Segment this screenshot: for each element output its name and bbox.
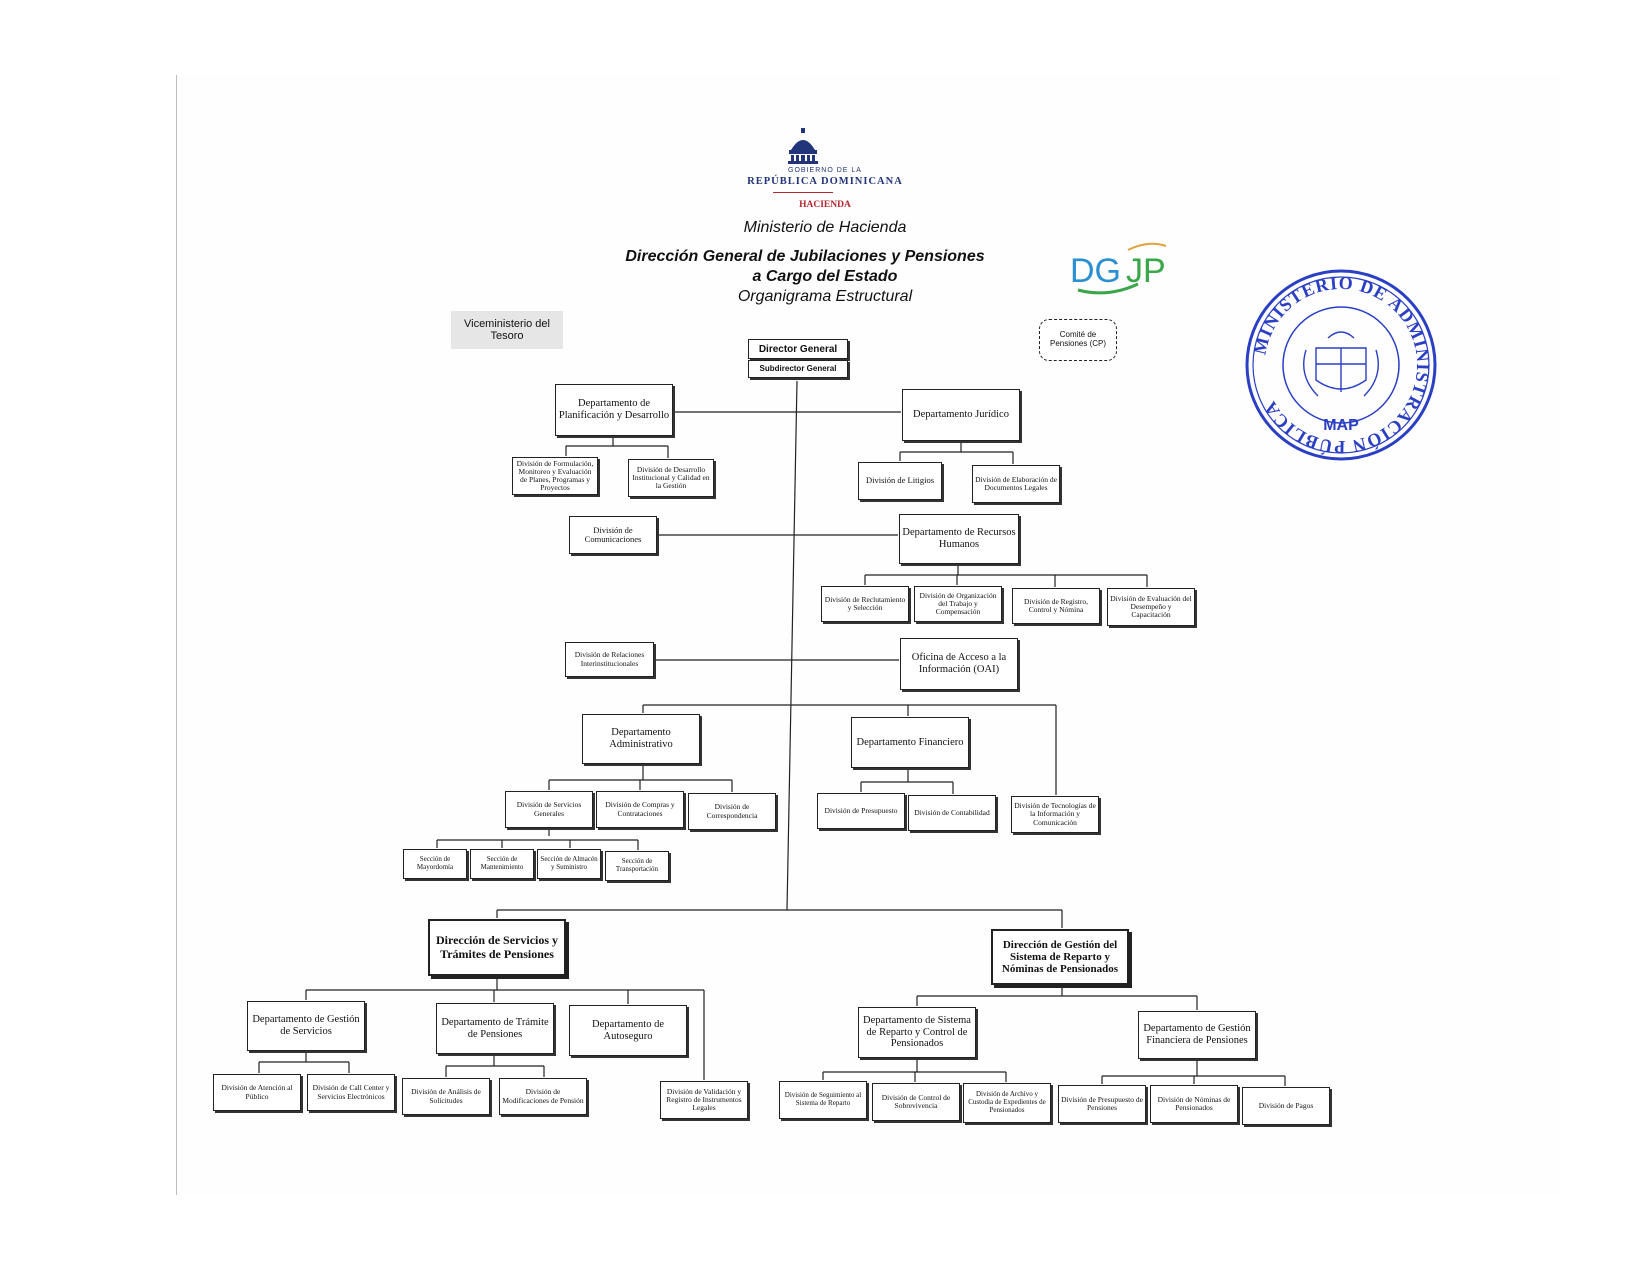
box-dep-rrhh: Departamento de Recursos Humanos: [899, 514, 1019, 564]
page-subtitle: Organigrama Estructural: [737, 288, 913, 305]
box-subdirector-general: Subdirector General: [748, 360, 848, 378]
gov-line2: REPÚBLICA DOMINICANA: [747, 176, 903, 187]
government-emblem: [786, 128, 820, 164]
svg-text:DG: DG: [1070, 252, 1121, 290]
box-div-archivo: División de Archivo y Custodia de Expedi…: [963, 1083, 1051, 1123]
box-div-nominas: División de Nóminas de Pensionados: [1150, 1085, 1238, 1123]
box-div-presupuesto: División de Presupuesto: [817, 793, 905, 829]
box-dep-gestion-financiera: Departamento de Gestión Financiera de Pe…: [1138, 1011, 1256, 1059]
box-sec-mayordomia: Sección de Mayordomía: [403, 849, 467, 879]
box-viceministerio: Viceministerio del Tesoro: [451, 311, 563, 349]
gov-line3: HACIENDA: [799, 200, 851, 210]
box-sec-mantenimiento: Sección de Mantenimiento: [470, 849, 534, 879]
gov-line1: GOBIERNO DE LA: [788, 167, 862, 174]
box-div-compras: División de Compras y Contrataciones: [596, 791, 684, 828]
box-div-formulacion: División de Formulación, Monitoreo y Eva…: [512, 457, 598, 495]
box-div-contabilidad: División de Contabilidad: [908, 795, 996, 831]
box-dep-administrativo: Departamento Administrativo: [582, 714, 700, 764]
box-div-validacion: División de Validación y Registro de Ins…: [660, 1081, 748, 1119]
dome-icon: [788, 128, 818, 164]
box-div-desarrollo-institucional: División de Desarrollo Institucional y C…: [628, 459, 714, 497]
box-dep-sistema-reparto: Departamento de Sistema de Reparto y Con…: [858, 1007, 976, 1058]
box-div-comunicaciones: División de Comunicaciones: [569, 516, 657, 554]
box-dep-financiero: Departamento Financiero: [851, 717, 969, 768]
box-div-evaluacion-desempeno: División de Evaluación del Desempeño y C…: [1107, 588, 1195, 626]
box-dep-autoseguro: Departamento de Autoseguro: [569, 1005, 687, 1056]
box-div-correspondencia: División de Correspondencia: [688, 793, 776, 830]
box-div-registro-control: División de Registro, Control y Nómina: [1012, 588, 1100, 624]
svg-text:JP: JP: [1126, 252, 1166, 290]
page-title-line1: Dirección General de Jubilaciones y Pens…: [625, 248, 985, 265]
box-div-litigios: División de Litigios: [858, 462, 942, 500]
box-dep-planificacion: Departamento de Planificación y Desarrol…: [555, 384, 673, 436]
box-div-sobrevivencia: División de Control de Sobrevivencia: [872, 1083, 960, 1121]
seal-graphic: MINISTERIO DE ADMINISTRACIÓN PÚBLICA MAP: [1245, 269, 1437, 461]
box-dir-gestion-sistema: Dirección de Gestión del Sistema de Repa…: [991, 929, 1129, 985]
box-div-relaciones-interinstitucionales: División de Relaciones Interinstituciona…: [565, 642, 654, 677]
seal-center: MAP: [1323, 417, 1359, 434]
box-div-modificaciones: División de Modificaciones de Pensión: [499, 1078, 587, 1115]
box-dir-servicios-tramites: Dirección de Servicios y Trámites de Pen…: [428, 919, 566, 976]
box-comite-pensiones: Comité de Pensiones (CP): [1039, 319, 1117, 361]
box-div-analisis-solicitudes: División de Análisis de Solicitudes: [402, 1078, 490, 1115]
box-director-general: Director General: [748, 339, 848, 359]
box-div-tic: División de Tecnologías de la Informació…: [1011, 796, 1099, 833]
box-div-organizacion-trabajo: División de Organización del Trabajo y C…: [914, 586, 1002, 622]
box-dep-juridico: Departamento Jurídico: [902, 389, 1020, 441]
box-div-call-center: División de Call Center y Servicios Elec…: [307, 1074, 395, 1111]
dgjp-logo-graphic: DG JP: [1070, 242, 1167, 295]
box-div-reclutamiento: División de Reclutamiento y Selección: [821, 586, 909, 622]
box-div-pagos: División de Pagos: [1242, 1087, 1330, 1125]
box-div-servicios-generales: División de Servicios Generales: [505, 791, 593, 828]
page-title-line2: a Cargo del Estado: [752, 268, 898, 285]
box-dep-tramite-pensiones: Departamento de Trámite de Pensiones: [436, 1003, 554, 1054]
divider: [773, 192, 833, 193]
box-div-seguimiento: División de Seguimiento al Sistema de Re…: [779, 1081, 867, 1119]
box-oai: Oficina de Acceso a la Información (OAI): [900, 638, 1018, 690]
box-dep-gestion-servicios: Departamento de Gestión de Servicios: [247, 1001, 365, 1051]
ministry-name: Ministerio de Hacienda: [743, 219, 907, 236]
map-seal: MINISTERIO DE ADMINISTRACIÓN PÚBLICA MAP: [1244, 268, 1438, 462]
box-div-atencion-publico: División de Atención al Público: [213, 1074, 301, 1111]
box-sec-almacen: Sección de Almacén y Suministro: [537, 849, 601, 879]
box-sec-transportacion: Sección de Transportación: [605, 851, 669, 881]
dgjp-logo: DG JP: [1068, 240, 1168, 300]
box-div-elaboracion-documentos: División de Elaboración de Documentos Le…: [972, 465, 1060, 503]
box-div-presupuesto-pensiones: División de Presupuesto de Pensiones: [1058, 1085, 1146, 1123]
